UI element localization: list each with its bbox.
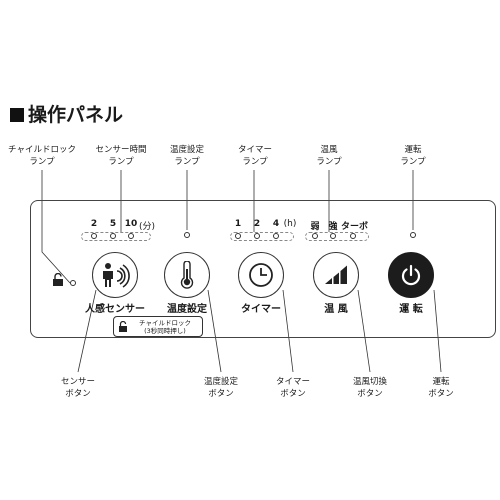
timer-unit: (h) (283, 219, 297, 229)
timer-4h: 4 (272, 219, 280, 229)
timer-lamp (254, 233, 260, 239)
temperature-button[interactable] (164, 252, 210, 298)
warm-air-lamp-label: 温風ランプ (316, 145, 342, 167)
power-icon (401, 264, 421, 286)
temp-setting-lamp-label: 温度設定ランプ (169, 145, 204, 167)
sensor-time-lamp (128, 233, 134, 239)
warm-switch-button-callout: 温風切換ボタン (352, 377, 387, 399)
timer-lamp (273, 233, 279, 239)
child-lock-lamp-label: チャイルドロックランプ (8, 145, 76, 167)
child-lock-note-hint: (3秒同時押し) (144, 327, 186, 335)
timer-lamp-label: タイマーランプ (237, 145, 272, 167)
thermometer-icon (180, 261, 194, 289)
timer-button-label: タイマー (241, 304, 281, 315)
control-panel (30, 200, 496, 338)
warm-turbo-label: ターボ (341, 222, 369, 232)
sensor-time-5: 5 (109, 219, 117, 229)
sensor-time-lamp (91, 233, 97, 239)
person-sensor-icon (103, 263, 130, 288)
sensor-button[interactable] (92, 252, 138, 298)
timer-lamp-row (230, 232, 294, 241)
clock-icon (249, 263, 273, 287)
sensor-time-2: 2 (90, 219, 98, 229)
page-title: 操作パネル (10, 100, 123, 127)
operation-lamp (410, 232, 416, 238)
timer-button[interactable] (238, 252, 284, 298)
warm-strong-label: 強 (328, 222, 338, 232)
warm-air-lamp (330, 233, 336, 239)
child-lock-lamp (70, 280, 76, 286)
warm-air-lamp (312, 233, 318, 239)
warm-air-button-label: 温 風 (324, 304, 348, 315)
sensor-time-unit: (分) (138, 222, 156, 232)
lock-icon (52, 271, 64, 286)
operation-button-label: 運 転 (399, 304, 423, 315)
operation-lamp-label: 運転ランプ (400, 145, 426, 167)
timer-2h: 2 (253, 219, 261, 229)
child-lock-note-title: チャイルドロック (139, 319, 191, 327)
timer-button-callout: タイマーボタン (275, 377, 310, 399)
temp-setting-lamp (184, 232, 190, 238)
warm-weak-label: 弱 (310, 222, 320, 232)
temperature-button-label: 温度設定 (167, 304, 207, 315)
timer-lamp (235, 233, 241, 239)
warm-air-lamp-row (305, 232, 369, 241)
temp-button-callout: 温度設定ボタン (203, 377, 238, 399)
timer-1h: 1 (234, 219, 242, 229)
sensor-time-lamp-row (81, 232, 151, 241)
operation-button[interactable] (388, 252, 434, 298)
sensor-button-callout: センサーボタン (60, 377, 95, 399)
lock-icon (119, 321, 127, 332)
operation-button-callout: 運転ボタン (428, 377, 454, 399)
child-lock-note: チャイルドロック (3秒同時押し) (113, 316, 203, 337)
sensor-time-lamp-label: センサー時間ランプ (95, 145, 147, 167)
warm-air-lamp (350, 233, 356, 239)
sensor-button-label: 人感センサー (85, 304, 145, 315)
warm-air-button[interactable] (313, 252, 359, 298)
sensor-time-10: 10 (124, 219, 138, 229)
signal-bars-icon (325, 265, 347, 284)
sensor-time-lamp (110, 233, 116, 239)
